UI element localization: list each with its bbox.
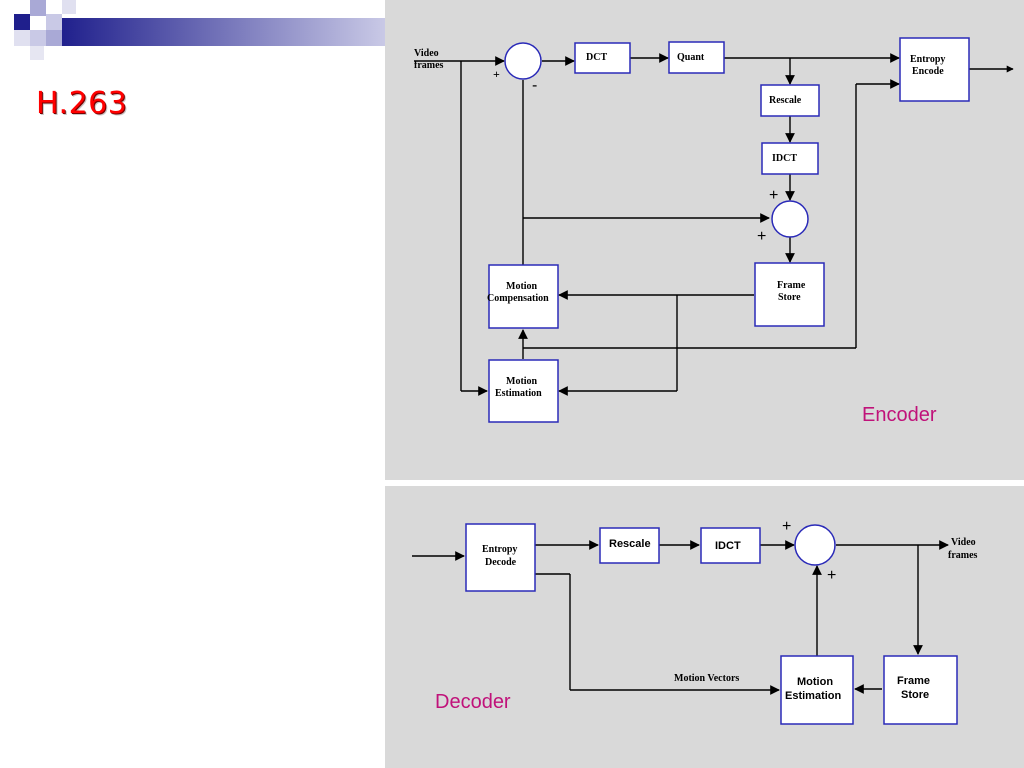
encoder-subtractor-minus: - <box>532 77 537 94</box>
svg-text:Estimation: Estimation <box>785 690 842 702</box>
slide-decoration <box>14 0 385 60</box>
decoder-diagram: + + Video frames Entropy Decode Rescale … <box>412 518 978 725</box>
encoder-idct-block: IDCT <box>761 142 819 175</box>
decoder-frame-store-block: Frame Store <box>883 655 958 725</box>
encoder-connections <box>414 53 1014 396</box>
svg-text:Frame: Frame <box>897 675 930 687</box>
svg-text:Decode: Decode <box>485 557 517 568</box>
encoder-label: Encoder <box>862 404 937 426</box>
encoder-input-label: Video <box>414 48 439 59</box>
decoder-label: Decoder <box>435 691 511 713</box>
encoder-diagram: Video frames <box>414 37 1014 426</box>
decoration-square <box>30 30 46 46</box>
svg-text:Entropy: Entropy <box>482 544 517 555</box>
encoder-motion-estimation-block: Motion Estimation <box>488 359 559 423</box>
encoder-panel: Video frames <box>385 0 1024 480</box>
decoration-square <box>46 30 62 46</box>
svg-text:Motion: Motion <box>797 676 833 688</box>
svg-text:IDCT: IDCT <box>772 153 797 164</box>
svg-text:Encode: Encode <box>912 66 944 77</box>
decoder-panel: + + Video frames Entropy Decode Rescale … <box>385 486 1024 768</box>
svg-text:Estimation: Estimation <box>495 388 542 399</box>
svg-text:Entropy: Entropy <box>910 54 945 65</box>
decoder-connections <box>412 540 949 695</box>
svg-text:Store: Store <box>901 689 929 701</box>
svg-text:Frame: Frame <box>777 280 806 291</box>
decoder-motion-estimation-block: Motion Estimation <box>780 655 854 725</box>
encoder-quant-block: Quant <box>668 41 725 74</box>
decoder-output-label: Video <box>951 537 976 548</box>
encoder-adder-plus-top: + <box>769 187 778 204</box>
svg-text:Rescale: Rescale <box>609 538 651 550</box>
svg-text:Compensation: Compensation <box>487 293 549 304</box>
svg-text:Store: Store <box>778 292 801 303</box>
encoder-subtractor-plus: + <box>493 67 500 81</box>
decoration-square <box>46 14 62 30</box>
decoder-adder-plus-bottom: + <box>827 567 836 584</box>
encoder-rescale-block: Rescale <box>760 84 820 117</box>
decoration-square <box>30 46 44 60</box>
svg-text:IDCT: IDCT <box>715 540 741 552</box>
encoder-input-label: frames <box>414 60 444 71</box>
decoration-square <box>14 14 30 30</box>
decoder-adder <box>794 524 836 566</box>
svg-text:Motion: Motion <box>506 281 538 292</box>
svg-text:Rescale: Rescale <box>769 95 802 106</box>
encoder-dct-block: DCT <box>574 42 631 74</box>
decoration-square <box>30 0 46 16</box>
svg-text:DCT: DCT <box>586 52 607 63</box>
decoder-motion-vectors-label: Motion Vectors <box>674 673 739 684</box>
encoder-subtractor <box>504 42 542 80</box>
slide-title: H.263 <box>36 86 128 121</box>
decoder-adder-plus-top: + <box>782 518 791 535</box>
encoder-frame-store-block: Frame Store <box>754 262 825 327</box>
decoration-square <box>14 30 30 46</box>
decoder-entropy-decode-block: Entropy Decode <box>465 523 536 592</box>
decoder-rescale-block: Rescale <box>599 527 660 564</box>
decoder-idct-block: IDCT <box>700 527 761 564</box>
encoder-motion-compensation-block: Motion Compensation <box>487 264 559 329</box>
encoder-entropy-encode-block: Entropy Encode <box>899 37 970 102</box>
decoration-bar <box>60 18 385 46</box>
decoration-square <box>62 0 76 14</box>
svg-text:Motion: Motion <box>506 376 538 387</box>
svg-text:Quant: Quant <box>677 52 705 63</box>
encoder-adder <box>771 200 809 238</box>
decoder-output-label: frames <box>948 550 978 561</box>
encoder-adder-plus-left: + <box>757 228 766 245</box>
